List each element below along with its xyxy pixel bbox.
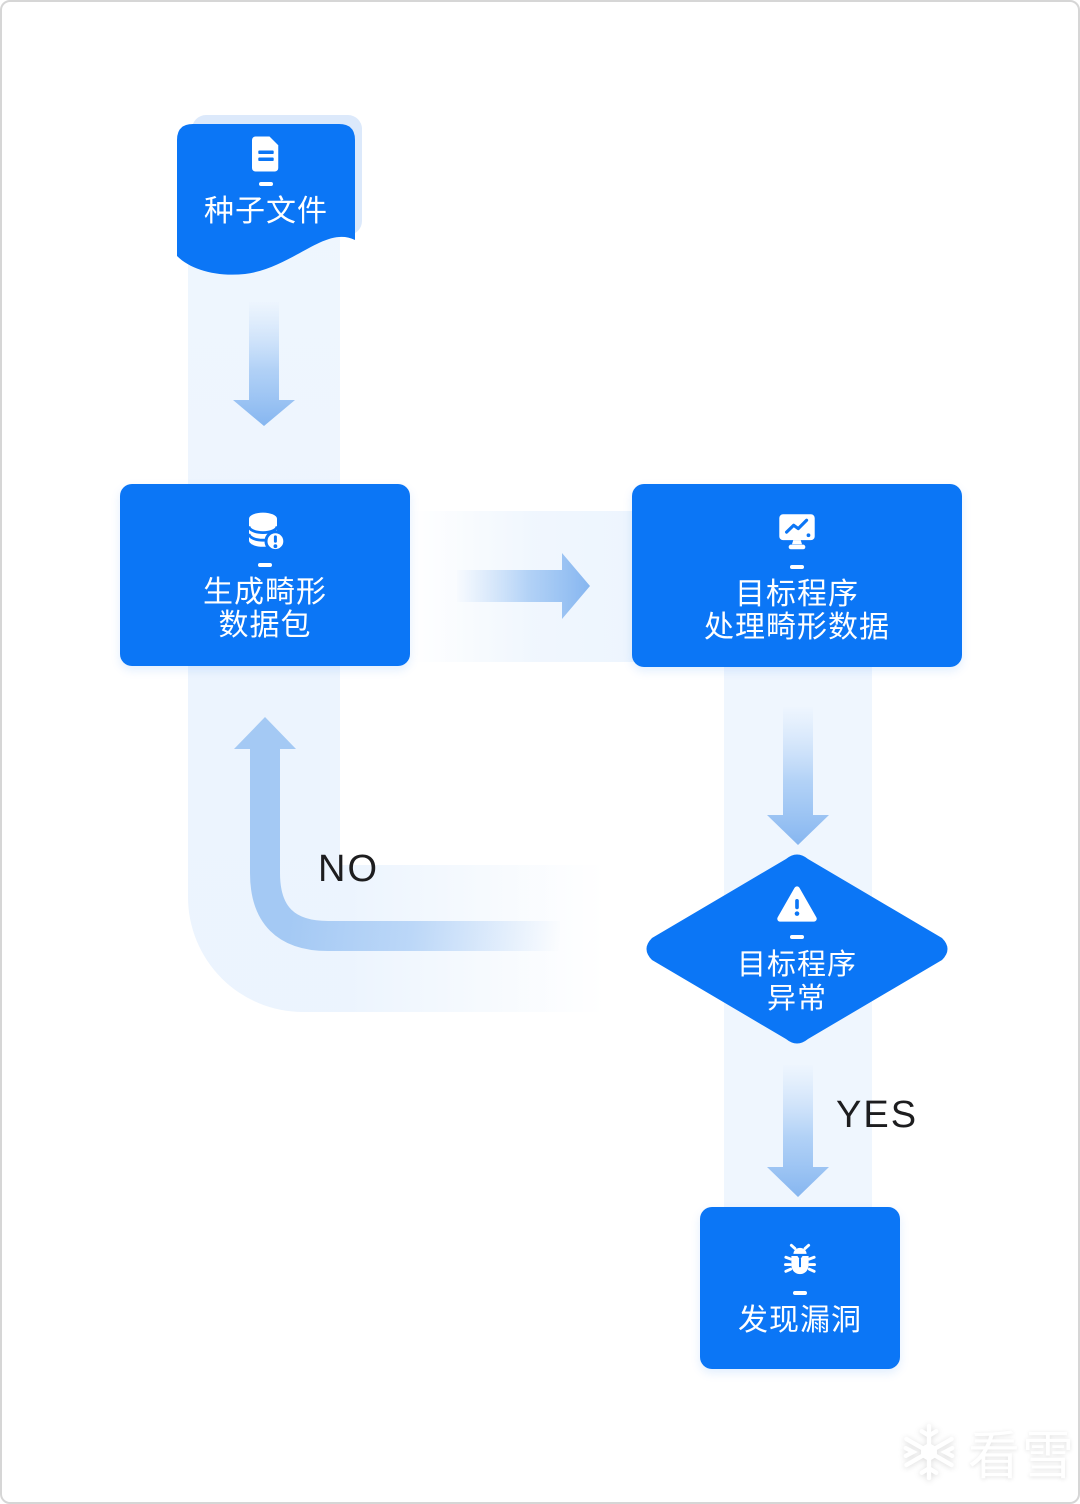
arrow-generate-to-process <box>457 553 590 619</box>
snowflake-icon <box>903 1423 955 1480</box>
monitor-chart-icon <box>779 513 815 549</box>
edge-label-no: NO <box>318 848 379 890</box>
node-decision-exception: 目标程序 异常 <box>641 850 953 1048</box>
arrow-process-to-decision <box>767 707 829 845</box>
node-label-line2: 数据包 <box>218 609 312 642</box>
node-seed-file: 种子文件 <box>177 124 355 276</box>
watermark-text: 看雪 <box>968 1428 1077 1486</box>
kanxue-watermark: 看雪 <box>900 1414 1076 1489</box>
decision-diamond-shape <box>646 854 948 1044</box>
arrow-decision-to-found <box>767 1065 829 1197</box>
bug-icon <box>784 1243 816 1274</box>
node-label: 发现漏洞 <box>738 1303 862 1337</box>
warning-icon <box>777 886 817 922</box>
dash-separator <box>259 182 273 186</box>
track-loop-bottom <box>188 865 622 1012</box>
arrow-seed-to-generate <box>233 302 295 426</box>
node-label-line2: 异常 <box>766 983 827 1015</box>
edge-label-yes: YES <box>836 1094 919 1136</box>
node-label: 种子文件 <box>204 195 328 228</box>
node-label-line1: 生成畸形 <box>203 576 327 609</box>
dash-separator <box>258 563 272 567</box>
dash-separator <box>793 1290 807 1295</box>
node-generate-malformed-packet: 生成畸形 数据包 <box>120 484 410 666</box>
document-icon <box>252 136 279 172</box>
dash-separator <box>790 935 804 939</box>
node-label-line1: 目标程序 <box>735 577 859 611</box>
track-generate-to-process <box>410 511 634 662</box>
arrow-no-loop-head <box>234 717 296 749</box>
node-label-line2: 处理畸形数据 <box>704 610 890 644</box>
database-alert-icon <box>247 512 287 553</box>
node-label-line1: 目标程序 <box>736 949 857 981</box>
dash-separator <box>790 564 804 569</box>
node-process-malformed-data: 目标程序 处理畸形数据 <box>632 484 962 667</box>
seed-node-shape <box>177 124 355 275</box>
node-vulnerability-found: 发现漏洞 <box>700 1207 900 1369</box>
arrow-no-loop <box>250 749 560 951</box>
